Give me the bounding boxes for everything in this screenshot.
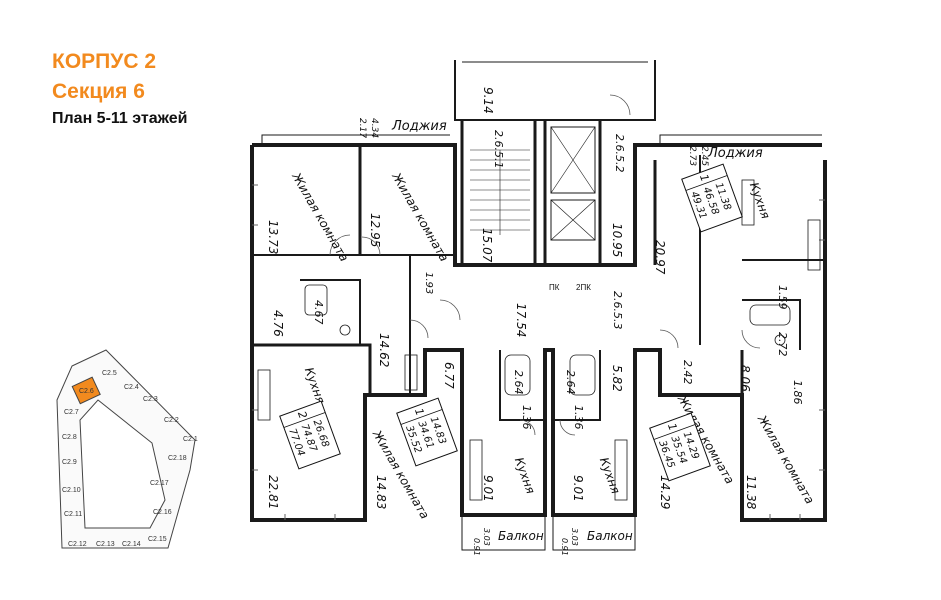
kitchen-3-label: Кухня <box>512 455 538 495</box>
area-2-72: 2.72 <box>776 332 789 357</box>
area-22-81: 22.81 <box>266 475 280 509</box>
key-label-c2-8: С2.8 <box>62 434 77 441</box>
key-label-c2-17: С2.17 <box>150 480 169 487</box>
loggia-right-label: Лоджия <box>707 146 763 161</box>
plan-title: План 5-11 этажей <box>52 110 188 127</box>
key-label-c2-4: С2.4 <box>124 384 139 391</box>
area-20-97: 20.97 <box>653 240 667 275</box>
balcony-left-label: Балкон <box>498 529 544 543</box>
area-4-34: 4.34 <box>369 118 379 138</box>
area-14-29: 14.29 <box>658 475 672 509</box>
area-2-64-left: 2.64 <box>512 370 525 395</box>
area-6-77: 6.77 <box>442 362 456 389</box>
area-3-03-left: 3.03 <box>482 528 491 546</box>
living-room-2-label: Жилая комната <box>389 169 452 263</box>
plan-walls <box>250 60 827 551</box>
area-5-82: 5.82 <box>610 365 624 392</box>
key-label-c2-12: С2.12 <box>68 541 87 548</box>
area-14-62: 14.62 <box>377 333 391 367</box>
key-label-c2-9: С2.9 <box>62 459 77 466</box>
key-label-c2-13: С2.13 <box>96 541 115 548</box>
key-label-c2-5: С2.5 <box>102 370 117 377</box>
key-label-c2-18: С2.18 <box>168 455 187 462</box>
area-box-apt-1: 1 11.38 46.58 49.31 <box>681 163 743 233</box>
area-2-73: 2.73 <box>687 146 697 166</box>
key-label-c2-6: С2.6 <box>79 388 94 395</box>
section-title: Секция 6 <box>52 80 145 103</box>
area-11-38: 11.38 <box>744 475 758 510</box>
kitchen-1-label: Кухня <box>302 365 328 405</box>
balcony-right-label: Балкон <box>587 529 633 543</box>
svg-text:1: 1 <box>665 421 680 432</box>
area-3-03-right: 3.03 <box>570 528 579 546</box>
pk-label: ПК <box>549 283 560 292</box>
area-14-83: 14.83 <box>374 475 388 509</box>
pk2-label: 2ПК <box>576 283 591 292</box>
key-label-c2-1: С2.1 <box>183 436 198 443</box>
svg-text:1: 1 <box>412 406 427 417</box>
key-label-c2-7: С2.7 <box>64 409 79 416</box>
area-1-36-right: 1.36 <box>572 405 585 430</box>
area-4-67: 4.67 <box>312 300 325 325</box>
area-9-14: 9.14 <box>481 87 495 114</box>
area-1-59: 1.59 <box>776 285 789 310</box>
key-plan-section-c2-6[interactable] <box>71 376 101 405</box>
area-0-91-left: 0.91 <box>472 538 481 556</box>
key-label-c2-3: С2.3 <box>143 396 158 403</box>
key-label-c2-16: С2.16 <box>153 509 172 516</box>
area-0-91-right: 0.91 <box>560 538 569 556</box>
area-1-93: 1.93 <box>423 272 434 294</box>
area-13-73: 13.73 <box>266 220 280 254</box>
key-label-c2-11: С2.11 <box>64 511 82 518</box>
key-label-c2-14: С2.14 <box>122 541 141 548</box>
key-label-c2-15: С2.15 <box>148 536 167 543</box>
apt-id-2-6-5-1: 2.6.5.1 <box>492 130 505 168</box>
key-plan-outline <box>56 349 196 549</box>
kitchen-2-label: Кухня <box>747 180 773 220</box>
area-12-95: 12.95 <box>368 213 382 247</box>
kitchen-4-label: Кухня <box>597 455 623 495</box>
area-2-42: 2.42 <box>681 360 694 385</box>
area-box-apt-4: 1 14.29 35.54 36.45 <box>649 412 711 482</box>
area-box-apt-2: 2 26.68 74.87 77.04 <box>279 400 341 470</box>
area-box-apt-3: 1 14.83 34.61 35.52 <box>396 397 458 467</box>
area-17-54: 17.54 <box>514 303 528 337</box>
living-room-5-label: Жилая комната <box>754 412 817 506</box>
area-15-07: 15.07 <box>480 228 494 263</box>
building-title: КОРПУС 2 <box>52 50 156 73</box>
area-1-86: 1.86 <box>791 380 804 405</box>
area-10-95: 10.95 <box>610 223 624 257</box>
key-label-c2-10: С2.10 <box>62 487 81 494</box>
apt-id-2-6-5-2: 2.6.5.2 <box>613 134 626 172</box>
area-4-76: 4.76 <box>271 310 285 337</box>
svg-text:2: 2 <box>295 409 310 420</box>
svg-text:1: 1 <box>697 172 712 183</box>
loggia-left-label: Лоджия <box>391 119 447 134</box>
living-room-1-label: Жилая комната <box>289 169 352 263</box>
area-1-36-left: 1.36 <box>520 405 533 430</box>
area-9-01-left: 9.01 <box>481 475 495 502</box>
key-label-c2-2: С2.2 <box>164 417 179 424</box>
area-2-64-right: 2.64 <box>564 370 577 395</box>
area-8-06: 8.06 <box>738 365 752 392</box>
area-2-17: 2.17 <box>357 118 367 138</box>
area-2-45: 2.45 <box>699 146 709 166</box>
area-9-01-right: 9.01 <box>571 475 585 502</box>
apt-id-2-6-5-3: 2.6.5.3 <box>611 291 624 329</box>
